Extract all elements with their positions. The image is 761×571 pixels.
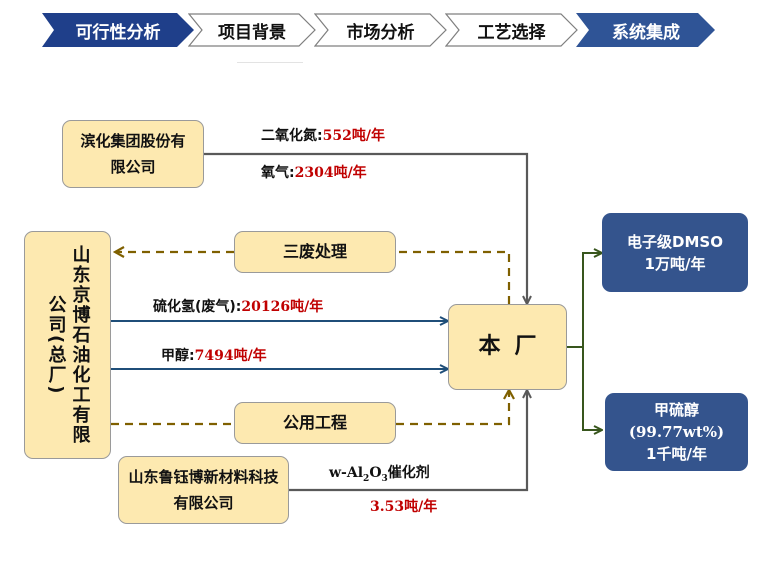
node-waste-treatment[interactable]: 三废处理 (234, 231, 396, 273)
nav-step-market-label: 市场分析 (346, 22, 415, 43)
label-methanol-name: 甲醇: (161, 348, 195, 364)
product-methanethiol-capacity: 1千吨/年 (646, 445, 707, 463)
label-o2: 氧气:2304吨/年 (261, 162, 367, 182)
nav-step-market[interactable]: 市场分析 (314, 13, 447, 47)
label-o2-name: 氧气: (261, 165, 295, 181)
label-h2s-name: 硫化氢(废气): (153, 299, 242, 315)
label-catalyst-sub1: 2 (363, 473, 370, 484)
nav-step-feasibility[interactable]: 可行性分析 (42, 13, 194, 47)
node-binhua-label: 滨化集团股份有限公司 (80, 132, 186, 176)
nav-step-market-shape (314, 13, 447, 47)
nav-step-process-shape (445, 13, 578, 47)
line-utility-to-plant (396, 390, 509, 426)
node-luyu[interactable]: 山东鲁钰博新材料科技有限公司 (118, 456, 289, 524)
product-dmso-name: 电子级DMSO (627, 232, 723, 251)
node-utility[interactable]: 公用工程 (234, 402, 396, 444)
node-luyu-label: 山东鲁钰博新材料科技有限公司 (128, 468, 279, 512)
line-plant-to-waste (396, 250, 511, 304)
line-plant-to-outputs (567, 252, 602, 431)
nav-step-integration-shape (576, 13, 715, 47)
label-methanol-value: 7494吨/年 (194, 348, 267, 364)
node-plant[interactable]: 本厂 (448, 304, 567, 390)
label-o2-value: 2304吨/年 (294, 165, 367, 181)
nav-step-feasibility-label: 可行性分析 (75, 22, 161, 43)
nav-step-background-shape (188, 13, 316, 47)
label-catalyst-value: 3.53吨/年 (370, 499, 438, 515)
label-catalyst-mid: O (369, 465, 382, 481)
product-dmso-capacity: 1万吨/年 (644, 254, 706, 273)
label-catalyst-suffix: 催化剂 (387, 465, 430, 481)
line-binhua-to-plant (204, 152, 527, 304)
nav-step-integration-label: 系统集成 (612, 22, 680, 43)
label-n2o: 二氧化氮:552吨/年 (261, 125, 385, 145)
node-binhua[interactable]: 滨化集团股份有限公司 (62, 120, 204, 188)
line-luyu-to-plant (289, 390, 527, 492)
node-plant-label: 本厂 (478, 334, 551, 359)
node-jingbo[interactable]: 山东京博石油化工有限公司(总厂) (24, 231, 111, 459)
node-utility-label: 公用工程 (282, 413, 347, 432)
label-methanol: 甲醇:7494吨/年 (161, 345, 267, 365)
nav-step-feasibility-shape (42, 13, 194, 47)
label-catalyst-prefix: w-Al (329, 465, 364, 481)
label-catalyst-sub2: 3 (381, 473, 388, 484)
product-methanethiol[interactable]: 甲硫醇 (99.77wt%) 1千吨/年 (605, 393, 748, 471)
nav-step-background-label: 项目背景 (218, 22, 286, 43)
label-catalyst: w-Al2O3催化剂 (329, 462, 430, 484)
nav-step-background[interactable]: 项目背景 (188, 13, 316, 47)
node-waste-treatment-label: 三废处理 (282, 242, 347, 261)
label-n2o-value: 552吨/年 (322, 128, 385, 144)
node-jingbo-label: 山东京博石油化工有限公司(总厂) (45, 245, 91, 445)
product-methanethiol-name: 甲硫醇 (653, 401, 699, 419)
label-n2o-name: 二氧化氮: (261, 128, 323, 144)
label-h2s: 硫化氢(废气):20126吨/年 (153, 296, 323, 316)
nav-divider (237, 62, 303, 63)
product-dmso[interactable]: 电子级DMSO 1万吨/年 (602, 213, 748, 292)
nav-step-process[interactable]: 工艺选择 (445, 13, 578, 47)
nav-step-integration[interactable]: 系统集成 (576, 13, 716, 47)
label-h2s-value: 20126吨/年 (241, 299, 324, 315)
nav-step-process-label: 工艺选择 (477, 22, 546, 43)
product-methanethiol-purity: (99.77wt%) (628, 423, 725, 441)
